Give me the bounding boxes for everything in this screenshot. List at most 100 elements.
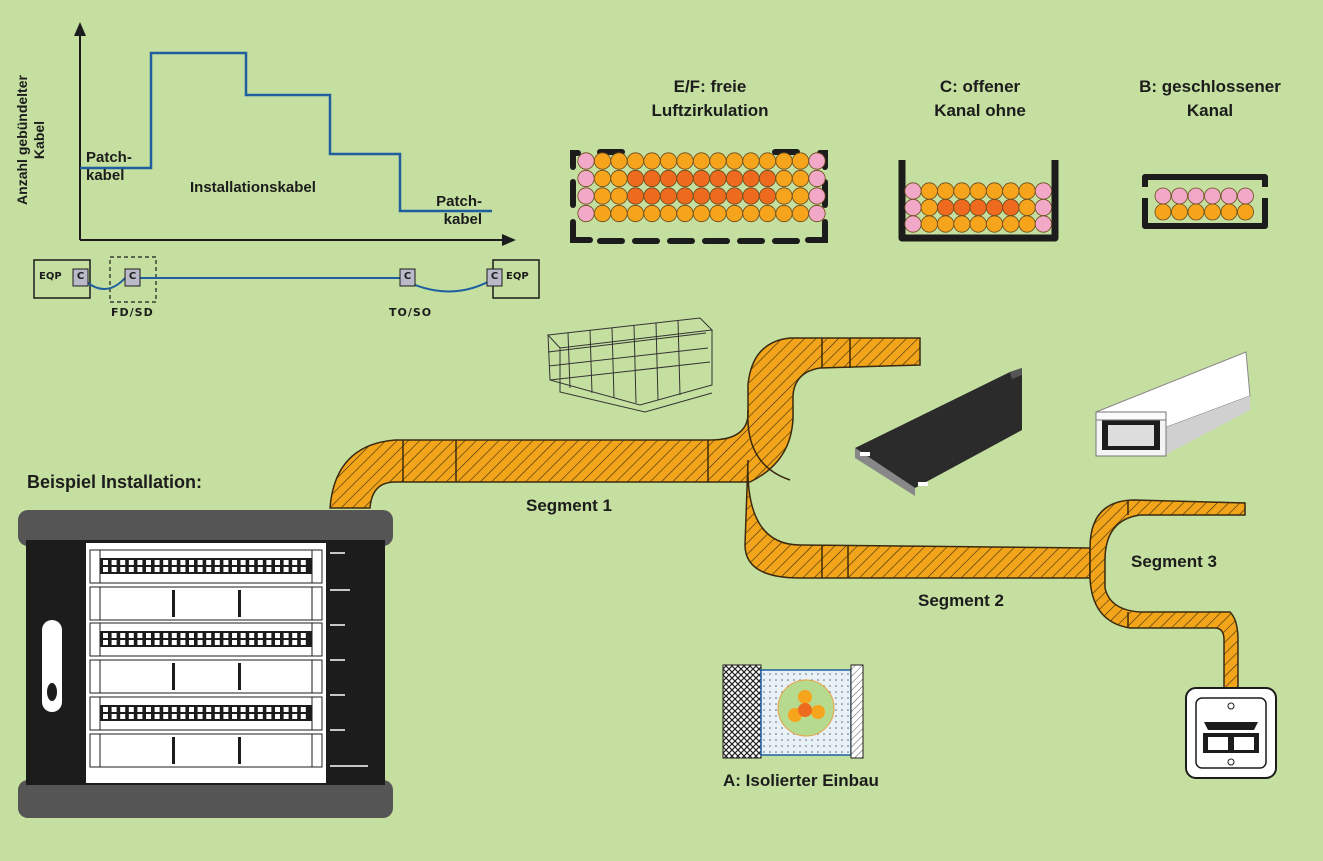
patch-port: [111, 714, 117, 719]
patch-port: [128, 560, 134, 565]
cable-circle: [969, 215, 987, 233]
patch-port: [120, 567, 126, 572]
patch-port: [189, 707, 194, 712]
patch-port: [137, 560, 143, 565]
cable-circle: [709, 187, 727, 205]
patch-port: [232, 567, 237, 572]
cable-circle: [758, 187, 777, 205]
patch-port: [120, 707, 126, 712]
open-channel-icon: [855, 368, 1022, 496]
patch-port: [197, 707, 203, 712]
cable-circle: [1237, 203, 1254, 221]
cable-circle: [904, 182, 922, 200]
cable-circle: [904, 215, 922, 233]
cable-circle: [610, 187, 628, 205]
eqp-left-label: EQP: [39, 271, 62, 282]
category-c-line1: C: offener: [939, 77, 1021, 96]
patch-port: [223, 633, 229, 638]
cable-circle: [676, 187, 694, 205]
category-ef-line2: Luftzirkulation: [651, 101, 769, 120]
rack-door-handle: [42, 620, 62, 712]
cable-circle: [936, 215, 955, 233]
cable-circle: [1220, 187, 1238, 205]
patch-port: [266, 560, 272, 565]
patch-port: [223, 707, 229, 712]
rack-rail: [89, 622, 101, 657]
rack-unit: [89, 659, 323, 694]
cable-circle: [1018, 182, 1036, 200]
rack-rail: [311, 586, 323, 621]
patch-port: [275, 633, 280, 638]
patch-port: [257, 633, 263, 638]
patch-port: [300, 567, 306, 572]
cable-circle: [920, 182, 938, 200]
rack-rail: [89, 549, 101, 584]
cable-circle: [758, 169, 777, 188]
connector-label-1: C: [76, 271, 85, 282]
patch-port: [103, 640, 108, 645]
cable-circle: [758, 152, 777, 170]
patch-port: [189, 633, 194, 638]
panel-divider: [238, 663, 241, 690]
patch-port: [103, 714, 108, 719]
cable-circle: [920, 198, 938, 217]
cable-circle: [692, 187, 711, 205]
connector-label-3: C: [403, 271, 412, 282]
patch-port: [120, 560, 126, 565]
eqp-left-box: [33, 259, 91, 299]
patch-port: [154, 707, 160, 712]
patch-port: [163, 560, 169, 565]
cable-circle: [593, 152, 612, 170]
cable-circle: [775, 152, 793, 170]
cable-circle: [626, 204, 645, 223]
cable-circle: [626, 152, 645, 170]
patch-port: [146, 640, 151, 645]
patch-port: [240, 567, 246, 572]
cable-circle: [1002, 198, 1020, 217]
patch-port: [137, 707, 143, 712]
patch-port: [154, 714, 160, 719]
link-cable-line: [81, 277, 496, 293]
patch-cable-left-label: Patch- kabel: [86, 149, 132, 185]
cable-circle: [610, 152, 628, 170]
cable-circle: [1237, 187, 1254, 205]
patch-port: [232, 714, 237, 719]
patch-port: [249, 707, 255, 712]
cable-circle: [593, 187, 612, 205]
panel-divider: [172, 737, 175, 764]
installation-cable-label: Installationskabel: [190, 179, 316, 196]
patch-port: [275, 714, 280, 719]
patch-port: [171, 560, 177, 565]
patch-port: [266, 567, 272, 572]
patch-port: [257, 640, 263, 645]
y-axis-label: Anzahl gebündelter Kabel: [14, 70, 50, 210]
patch-port: [180, 640, 186, 645]
patch-port: [300, 560, 306, 565]
cable-circle: [742, 204, 760, 223]
fd-sd-label: FD/SD: [111, 306, 154, 319]
patch-port: [283, 567, 289, 572]
patch-port: [206, 567, 212, 572]
patch-port: [154, 560, 160, 565]
patch-port: [111, 707, 117, 712]
patch-port: [283, 560, 289, 565]
patch-port: [180, 707, 186, 712]
patch-port: [266, 707, 272, 712]
cable-circle: [1002, 215, 1020, 233]
cable-circle: [953, 182, 971, 200]
cable-circle: [808, 204, 826, 223]
patch-port: [111, 567, 117, 572]
cable-circle: [1171, 203, 1188, 221]
cable-circle: [953, 215, 971, 233]
category-c-line2: Kanal ohne: [934, 101, 1026, 120]
free-air-cables: [577, 152, 826, 223]
cable-circle: [808, 152, 826, 170]
cable-circle: [577, 187, 595, 205]
open-duct-cables: [904, 182, 1053, 233]
rack-top-cap: [18, 510, 393, 546]
patch-port: [300, 714, 306, 719]
patch-port: [232, 707, 237, 712]
closed-duct-cables: [1154, 187, 1254, 221]
cable-circle: [969, 198, 987, 217]
patch-port: [120, 633, 126, 638]
